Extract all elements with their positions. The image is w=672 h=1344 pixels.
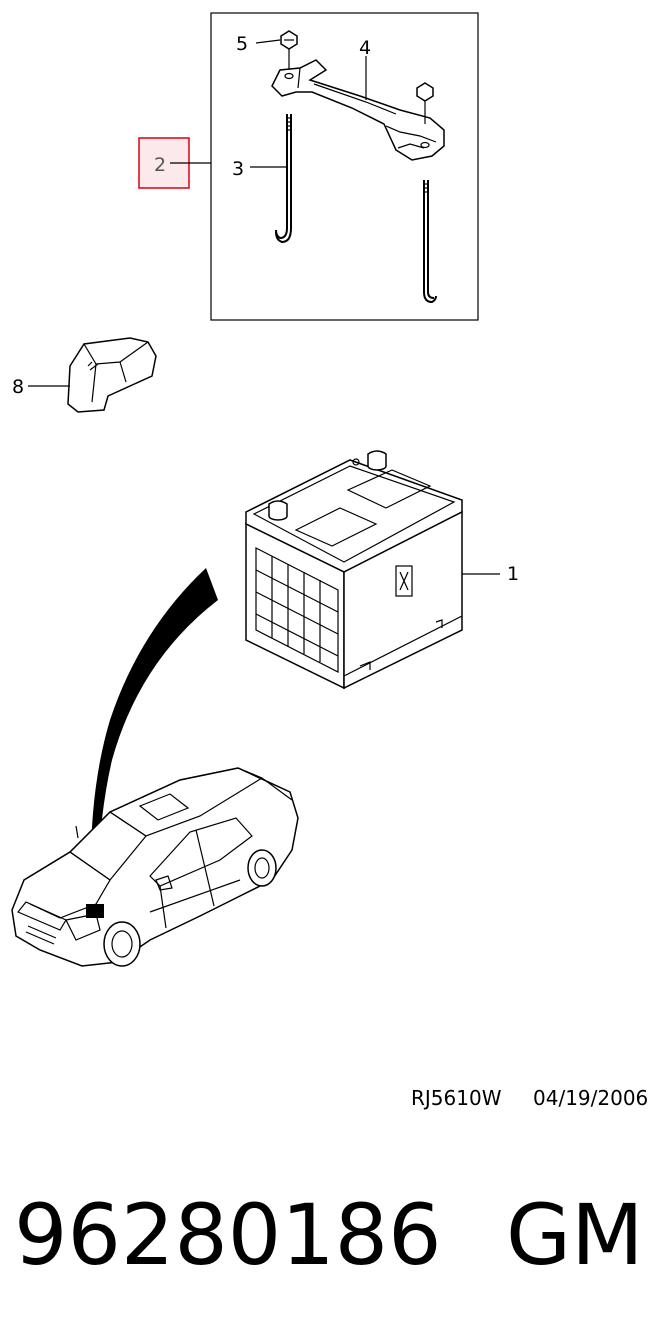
callout-3: 3 (232, 158, 244, 180)
brand-name: GM (506, 1186, 644, 1284)
j-bolt-rod-icon (275, 114, 292, 244)
location-pointer (90, 568, 218, 910)
leader-5 (255, 39, 281, 44)
holddown-assembly-group (210, 12, 479, 321)
hex-nut-icon (280, 30, 298, 70)
j-bolt-rod-icon (423, 180, 437, 304)
callout-2[interactable]: 2 (154, 154, 166, 176)
callout-1: 1 (507, 563, 519, 585)
assembly-frame (210, 12, 479, 321)
battery-icon (245, 450, 500, 690)
battery-location-marker (86, 904, 104, 918)
part-number: 96280186 (14, 1186, 442, 1284)
callout-8: 8 (12, 376, 24, 398)
reference-code: RJ5610W (411, 1086, 502, 1110)
hex-nut-icon (416, 82, 434, 124)
terminal-cover-icon (28, 337, 157, 413)
callout-5: 5 (236, 33, 248, 55)
callout-4: 4 (359, 37, 371, 59)
sedan-car-icon (11, 767, 299, 967)
hold-down-bracket-icon (271, 59, 445, 161)
reference-date: 04/19/2006 (533, 1086, 648, 1110)
